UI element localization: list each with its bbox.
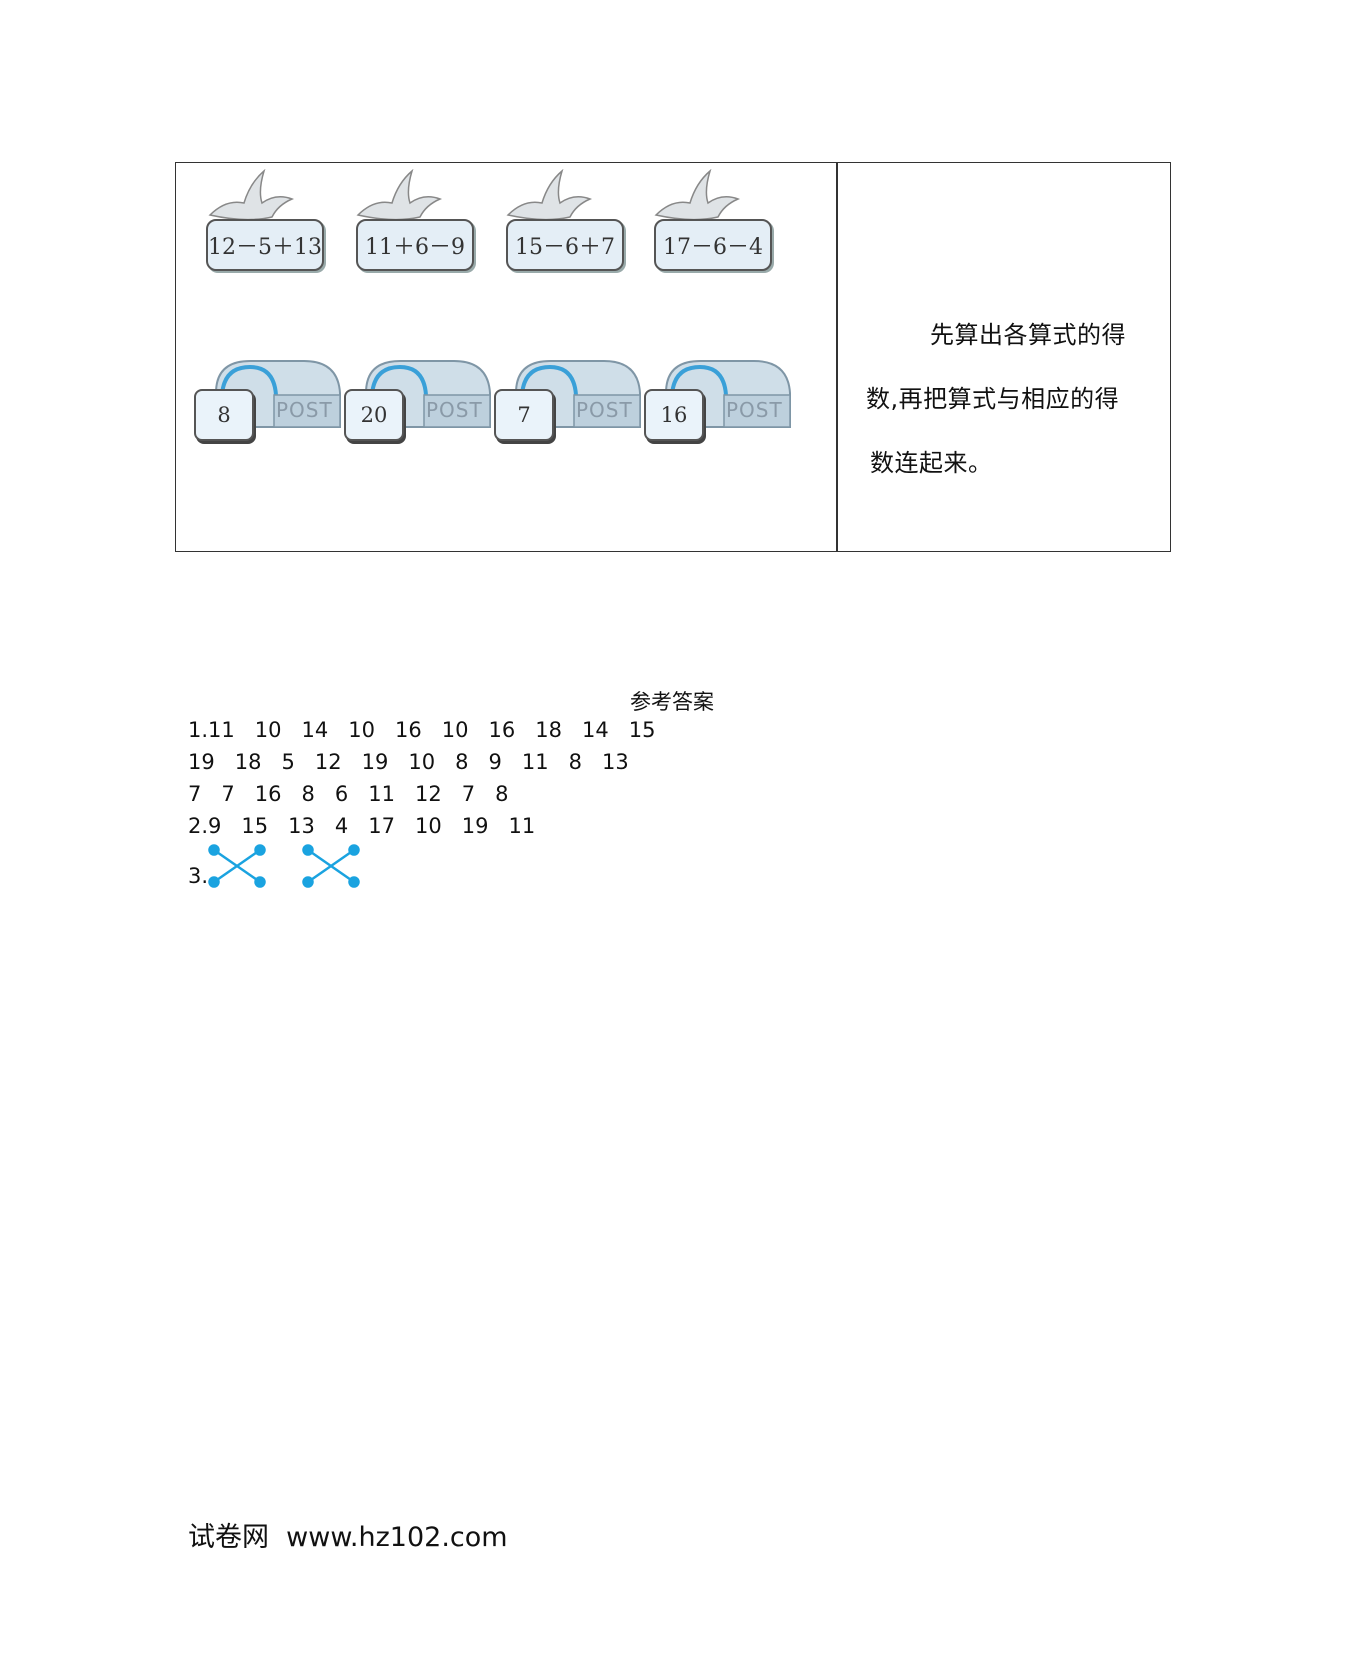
answer-connector-diagram bbox=[208, 844, 360, 888]
mailbox-icon bbox=[515, 360, 641, 428]
number-card[interactable]: 16 bbox=[644, 389, 704, 441]
instruction-line: 数连起来。 bbox=[870, 449, 993, 477]
post-label: POST bbox=[426, 398, 483, 422]
expression-card[interactable]: 12－5＋13 bbox=[206, 219, 324, 271]
expression-card[interactable]: 17－6－4 bbox=[654, 219, 772, 271]
post-label: POST bbox=[276, 398, 333, 422]
connector-dot bbox=[302, 876, 314, 888]
answer-line: 7 7 16 8 6 11 12 7 8 bbox=[188, 782, 509, 806]
post-label: POST bbox=[726, 398, 783, 422]
connector-dot bbox=[348, 876, 360, 888]
number-card[interactable]: 8 bbox=[194, 389, 254, 441]
footer-watermark: 试卷网 www.hz102.com bbox=[188, 1522, 508, 1553]
connector-dot bbox=[254, 876, 266, 888]
instruction-line: 先算出各算式的得 bbox=[930, 321, 1126, 349]
answer-line: 19 18 5 12 19 10 8 9 11 8 13 bbox=[188, 750, 629, 774]
answer-line: 2.9 15 13 4 17 10 19 11 bbox=[188, 814, 536, 838]
answer-line: 3. bbox=[188, 864, 209, 888]
instruction-text: 先算出各算式的得 数,再把算式与相应的得 数连起来。 bbox=[866, 303, 1156, 495]
connector-dot bbox=[302, 844, 314, 856]
connector-line bbox=[307, 848, 355, 884]
expression-card[interactable]: 15－6＋7 bbox=[506, 219, 624, 271]
dove-icon bbox=[506, 169, 593, 221]
dove-icon bbox=[356, 169, 443, 221]
problem-table: 12－5＋13 11＋6－9 15－6＋7 17－6－4 POST POST P… bbox=[175, 162, 1171, 552]
dove-icon bbox=[208, 169, 295, 221]
table-divider bbox=[836, 163, 838, 551]
connector-dot bbox=[348, 844, 360, 856]
connector-dot bbox=[208, 844, 220, 856]
answers-title: 参考答案 bbox=[630, 690, 714, 714]
number-card[interactable]: 20 bbox=[344, 389, 404, 441]
connector-dot bbox=[254, 844, 266, 856]
post-label: POST bbox=[576, 398, 633, 422]
instruction-line: 数,再把算式与相应的得 bbox=[866, 385, 1120, 413]
connector-line bbox=[213, 848, 261, 884]
number-card[interactable]: 7 bbox=[494, 389, 554, 441]
connector-dot bbox=[208, 876, 220, 888]
answer-line: 1.11 10 14 10 16 10 16 18 14 15 bbox=[188, 718, 656, 742]
dove-icon bbox=[654, 169, 741, 221]
expression-card[interactable]: 11＋6－9 bbox=[356, 219, 474, 271]
